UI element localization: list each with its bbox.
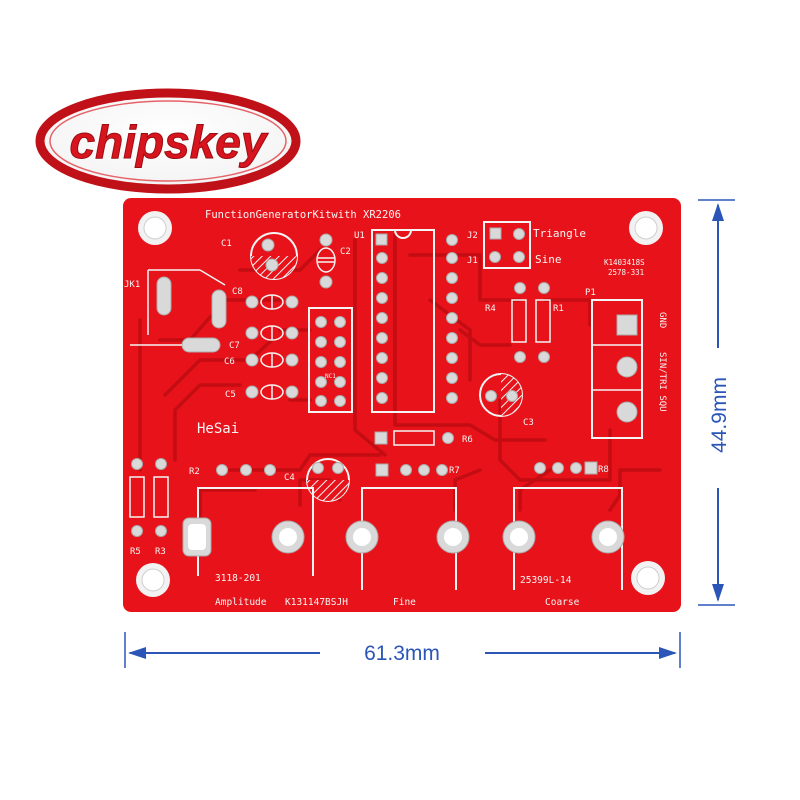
label-sin-tri-squ: SIN/TRI SQU xyxy=(657,352,667,412)
capacitor-c5-body xyxy=(245,384,299,400)
label-c5: C5 xyxy=(225,390,236,400)
jack-jk1 xyxy=(130,269,227,353)
dim-width-arrow-right xyxy=(659,647,677,659)
dim-height-arrow-top xyxy=(712,203,724,221)
label-fine: Fine xyxy=(393,597,416,608)
trimmer-r8 xyxy=(534,461,598,475)
silkscreen: FunctionGeneratorKitwith XR2206 HeSai C1… xyxy=(124,209,667,608)
label-nc1: NC1 xyxy=(325,373,336,380)
label-j1: J1 xyxy=(467,256,478,266)
socket-nc1 xyxy=(308,307,353,413)
label-r5: R5 xyxy=(130,547,141,557)
pot-coarse xyxy=(502,487,625,590)
resistors-r5-r3 xyxy=(129,458,169,537)
board-title: FunctionGeneratorKitwith XR2206 xyxy=(205,209,401,221)
label-coarse: Coarse xyxy=(545,597,580,608)
label-p1: P1 xyxy=(585,288,596,298)
capacitor-c4 xyxy=(306,458,350,502)
label-code-bottom: K131147BSJH xyxy=(285,597,348,608)
capacitor-c7-body xyxy=(245,325,299,341)
label-u1: U1 xyxy=(354,231,365,241)
label-gnd: GND xyxy=(657,312,667,328)
label-r8: R8 xyxy=(598,465,609,475)
logo-ring-inner xyxy=(49,100,287,182)
height-label: 44.9mm xyxy=(708,377,731,453)
label-c8: C8 xyxy=(232,287,243,297)
pcb-board: FunctionGeneratorKitwith XR2206 HeSai C1… xyxy=(123,198,681,612)
ic-u1 xyxy=(371,229,458,413)
pot-amplitude xyxy=(182,487,314,576)
label-c3: C3 xyxy=(523,418,534,428)
dimension-width: 61.3mm xyxy=(124,632,681,668)
label-c1: C1 xyxy=(221,239,232,249)
dimension-height: 44.9mm xyxy=(698,199,735,606)
capacitor-c1 xyxy=(250,232,298,280)
capacitor-row xyxy=(245,294,299,400)
logo-text: chipskey xyxy=(70,116,269,168)
label-r7: R7 xyxy=(449,466,460,476)
label-sine: Sine xyxy=(535,253,562,266)
capacitor-c6-body xyxy=(245,352,299,368)
label-r4: R4 xyxy=(485,304,496,314)
board-brand: HeSai xyxy=(197,421,239,437)
label-c6: C6 xyxy=(224,357,235,367)
label-code-top2: 2578-331 xyxy=(608,268,644,277)
dim-height-arrow-bottom xyxy=(712,584,724,602)
label-triangle: Triangle xyxy=(533,227,586,240)
resistor-r6 xyxy=(374,430,454,446)
pot-fine xyxy=(345,487,470,590)
resistors-r4-r1 xyxy=(511,282,551,363)
dim-width-arrow-left xyxy=(128,647,146,659)
label-c7: C7 xyxy=(229,341,240,351)
label-c4: C4 xyxy=(284,473,295,483)
trimmer-r7 xyxy=(375,463,448,477)
label-pot-left: 3118-201 xyxy=(215,573,261,584)
width-label: 61.3mm xyxy=(364,642,440,665)
label-r3: R3 xyxy=(155,547,166,557)
trimmer-r2 xyxy=(216,464,276,476)
capacitor-c2 xyxy=(316,233,336,289)
label-jk1: JK1 xyxy=(124,280,140,290)
chipskey-logo: chipskey xyxy=(35,88,301,194)
label-c2: C2 xyxy=(340,247,351,257)
mounting-holes xyxy=(136,211,665,597)
label-code-top: K1403418S xyxy=(604,258,645,267)
jumper-header xyxy=(483,221,531,269)
label-r1: R1 xyxy=(553,304,564,314)
logo-ring xyxy=(35,88,301,194)
terminal-p1 xyxy=(591,299,643,439)
label-amplitude: Amplitude xyxy=(215,597,267,608)
capacitor-c8-body xyxy=(245,294,299,310)
label-r2: R2 xyxy=(189,467,200,477)
capacitor-c3 xyxy=(479,373,523,417)
label-pot-right: 25399L-14 xyxy=(520,575,572,586)
label-r6: R6 xyxy=(462,435,473,445)
label-j2: J2 xyxy=(467,231,478,241)
